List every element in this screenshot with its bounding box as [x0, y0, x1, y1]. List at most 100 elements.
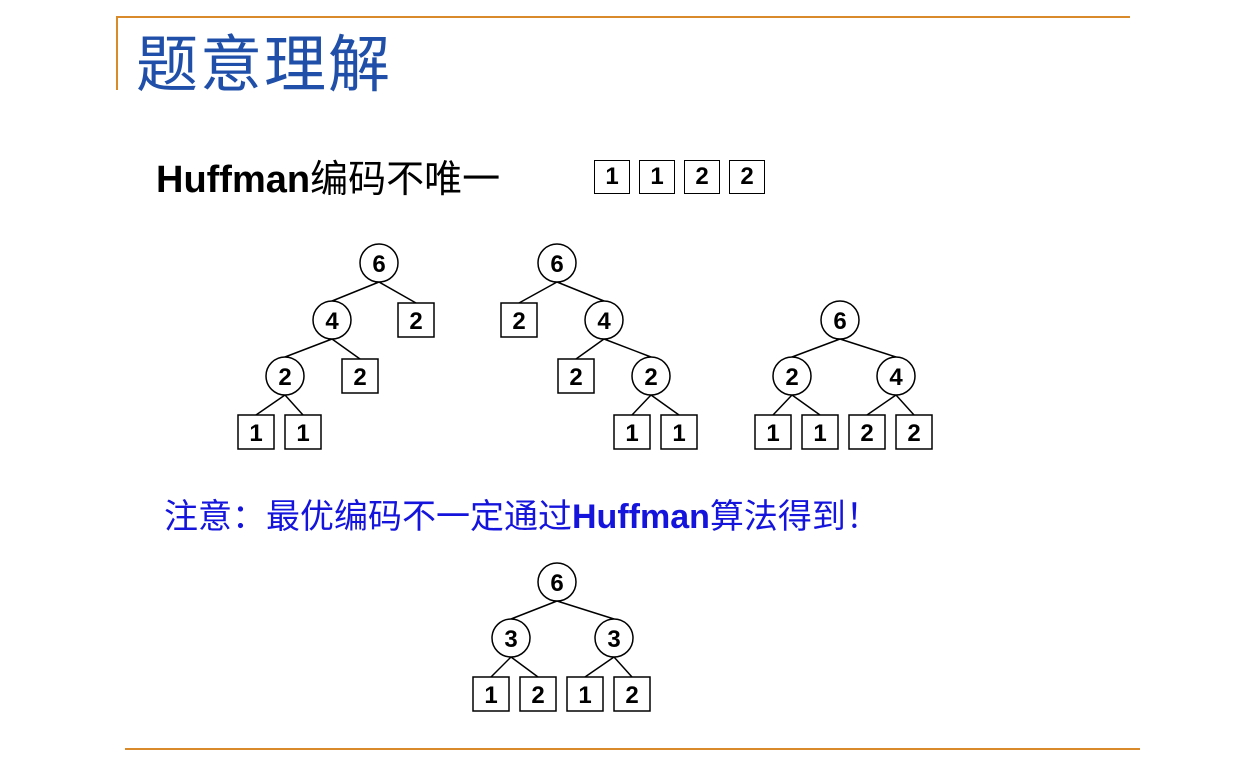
tree-internal-node [265, 356, 305, 396]
tree-internal-node [594, 618, 634, 658]
tree-node-label: 2 [278, 364, 291, 391]
tree-node-label: 1 [578, 682, 591, 709]
sequence-box: 1 [594, 160, 630, 194]
tree-edge [331, 281, 380, 302]
sequence-box: 2 [729, 160, 765, 194]
tree-edge [650, 394, 680, 416]
tree-leaf-node [895, 414, 933, 450]
tree-edge [895, 394, 915, 416]
tree-leaf-node [660, 414, 698, 450]
note-prefix: 注意：最优编码不一定通过 [164, 497, 572, 537]
tree-edge [791, 338, 841, 358]
tree-leaf-node [284, 414, 322, 450]
tree-node-label: 6 [372, 251, 385, 278]
tree-internal-node [359, 243, 399, 283]
tree-internal-node [772, 356, 812, 396]
tree-node-label: 2 [625, 682, 638, 709]
note: 注意：最优编码不一定通过Huffman算法得到！ [164, 500, 880, 534]
tree-internal-node [537, 562, 577, 602]
tree-node-label: 2 [409, 308, 422, 335]
tree-node-label: 6 [550, 570, 563, 597]
tree-edge [331, 338, 361, 360]
tree-node-label: 4 [325, 308, 339, 335]
tree-leaf-node [801, 414, 839, 450]
subtitle-cjk: 编码不唯一 [310, 157, 501, 201]
tree-edge [284, 338, 333, 358]
sequence-box: 1 [639, 160, 675, 194]
tree-edge [575, 338, 605, 360]
tree-leaf-node [566, 676, 604, 712]
tree-4: 6 3 3 1 2 1 2 [472, 562, 651, 712]
tree-edge [510, 600, 558, 620]
tree-node-label: 6 [833, 308, 846, 335]
tree-node-label: 1 [672, 420, 685, 447]
tree-edge [584, 656, 615, 678]
tree-node-label: 1 [296, 420, 309, 447]
left-rule [116, 16, 118, 90]
tree-edge [518, 281, 558, 304]
tree-node-label: 1 [625, 420, 638, 447]
tree-leaf-node [341, 358, 379, 394]
tree-edge [255, 394, 286, 416]
tree-edge [772, 394, 793, 416]
tree-leaf-node [237, 414, 275, 450]
frequency-sequence: 1 1 2 2 [594, 160, 774, 194]
tree-edge [490, 656, 512, 678]
tree-node-label: 4 [597, 308, 611, 335]
tree-internal-node [631, 356, 671, 396]
tree-node-label: 2 [785, 364, 798, 391]
tree-node-label: 4 [889, 364, 903, 391]
tree-3: 6 2 4 1 1 2 2 [754, 300, 933, 450]
tree-edge [791, 394, 821, 416]
tree-internal-node [312, 300, 352, 340]
note-suffix: 算法得到！ [709, 497, 880, 537]
tree-edge [510, 656, 539, 678]
tree-edge [866, 394, 897, 416]
tree-node-label: 1 [766, 420, 779, 447]
tree-leaf-node [519, 676, 557, 712]
tree-edge [556, 600, 615, 620]
subtitle: Huffman编码不唯一 [156, 160, 500, 199]
tree-node-label: 1 [813, 420, 826, 447]
tree-edge [556, 281, 605, 302]
note-latin: Huffman [572, 498, 710, 536]
tree-leaf-node [754, 414, 792, 450]
tree-node-label: 2 [353, 364, 366, 391]
tree-leaf-node [613, 414, 651, 450]
tree-edge [839, 338, 897, 358]
tree-internal-node [876, 356, 916, 396]
tree-leaf-node [557, 358, 595, 394]
tree-edge [613, 656, 633, 678]
tree-node-label: 6 [550, 251, 563, 278]
slide-title: 题意理解 [136, 28, 393, 101]
tree-node-label: 1 [484, 682, 497, 709]
tree-internal-node [491, 618, 531, 658]
tree-node-label: 3 [504, 626, 517, 653]
tree-node-label: 2 [907, 420, 920, 447]
tree-internal-node [537, 243, 577, 283]
tree-leaf-node [472, 676, 510, 712]
tree-node-label: 2 [512, 308, 525, 335]
tree-internal-node [820, 300, 860, 340]
tree-1: 6 4 2 2 2 1 1 [237, 243, 435, 450]
tree-edge [603, 338, 652, 358]
subtitle-latin: Huffman [156, 159, 311, 201]
tree-edge [378, 281, 417, 304]
tree-leaf-node [848, 414, 886, 450]
tree-node-label: 2 [644, 364, 657, 391]
tree-node-label: 2 [531, 682, 544, 709]
tree-node-label: 1 [249, 420, 262, 447]
tree-leaf-node [397, 302, 435, 338]
tree-node-label: 3 [607, 626, 620, 653]
tree-leaf-node [500, 302, 538, 338]
bottom-rule [125, 748, 1140, 750]
tree-node-label: 2 [860, 420, 873, 447]
tree-internal-node [584, 300, 624, 340]
sequence-box: 2 [684, 160, 720, 194]
top-rule [116, 16, 1130, 18]
tree-leaf-node [613, 676, 651, 712]
tree-edge [631, 394, 652, 416]
tree-edge [284, 394, 304, 416]
